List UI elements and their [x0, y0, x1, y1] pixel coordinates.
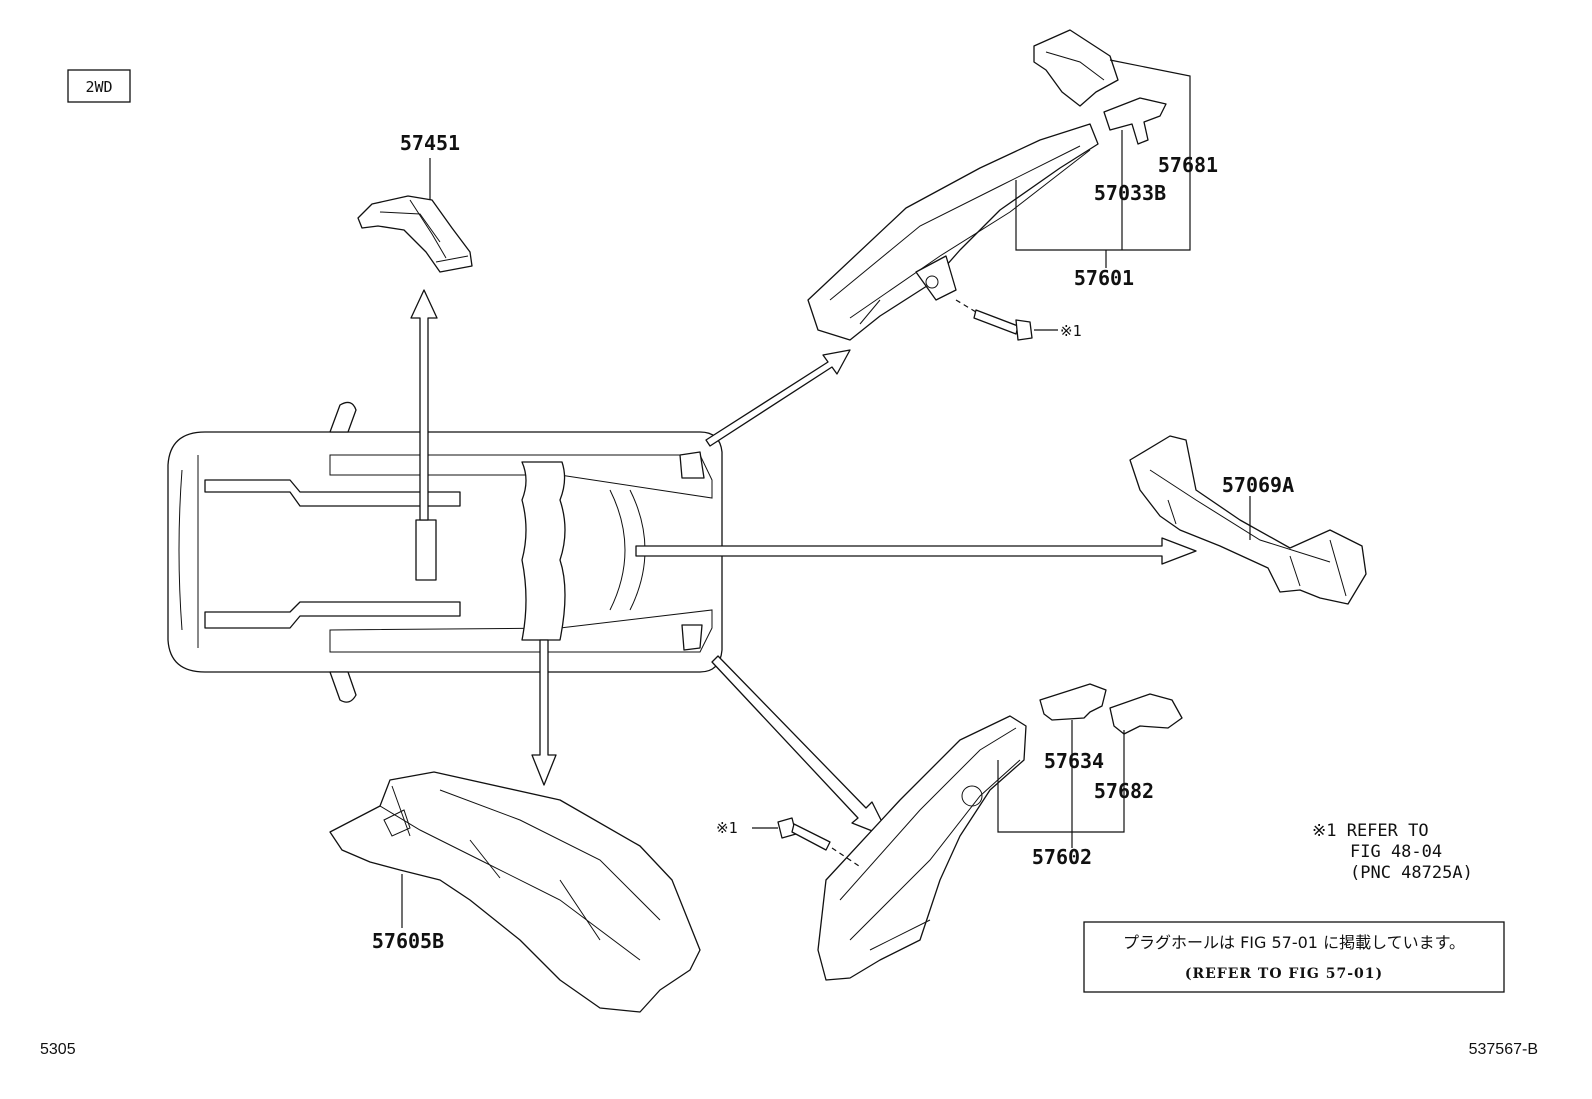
label-57602: 57602	[1032, 845, 1092, 869]
label-57451: 57451	[400, 131, 460, 155]
label-57069A: 57069A	[1222, 473, 1294, 497]
part-57033B-drawing	[1103, 97, 1167, 145]
label-57605B: 57605B	[372, 929, 444, 953]
reference-note-line3: (PNC 48725A)	[1350, 863, 1473, 883]
label-57634: 57634	[1044, 749, 1104, 773]
part-57069A-drawing	[1129, 435, 1367, 605]
part-57602-drawing	[817, 715, 1027, 981]
bracket-57601	[1015, 59, 1191, 251]
plug-hole-note-japanese: プラグホールは FIG 57-01 に掲載しています。	[1123, 933, 1465, 952]
part-57681-drawing	[1033, 29, 1119, 107]
part-57634-drawing	[1039, 683, 1107, 721]
bolt-upper-dash	[955, 299, 977, 313]
arrow-up-57451	[410, 289, 438, 521]
part-57601-drawing	[807, 123, 1099, 341]
bolt-lower	[777, 817, 831, 851]
variant-tag: 2WD	[67, 69, 131, 103]
bracket-57602	[997, 730, 1125, 833]
bolt-upper	[973, 309, 1033, 341]
footer-right-code: 537567-B	[1469, 1041, 1538, 1058]
reference-note-line1: ※1 REFER TO	[1312, 821, 1429, 841]
part-57682-drawing	[1109, 693, 1183, 735]
bolt-lower-dash	[831, 847, 863, 869]
arrow-to-57601	[705, 349, 851, 447]
reference-note-line2: FIG 48-04	[1350, 842, 1442, 862]
footer-left-code: 5305	[40, 1041, 76, 1058]
part-57451-drawing	[357, 195, 473, 273]
arrow-to-57602	[711, 655, 891, 839]
arrow-to-57069A	[635, 537, 1197, 565]
label-57601: 57601	[1074, 266, 1134, 290]
part-57605B-drawing	[329, 771, 701, 1013]
variant-tag-label: 2WD	[85, 78, 112, 96]
arrow-down-57605B	[531, 639, 557, 786]
plug-hole-note: プラグホールは FIG 57-01 に掲載しています。 (REFER TO FI…	[1083, 921, 1505, 993]
bolt-lower-ref: ※1	[716, 819, 738, 837]
vehicle-underbody	[167, 401, 723, 703]
label-57033B: 57033B	[1094, 181, 1166, 205]
bolt-upper-ref: ※1	[1060, 322, 1082, 340]
plug-hole-note-english: (REFER TO FIG 57-01)	[1185, 966, 1383, 982]
label-57681: 57681	[1158, 153, 1218, 177]
label-57682: 57682	[1094, 779, 1154, 803]
reference-note: ※1 REFER TO FIG 48-04 (PNC 48725A)	[1312, 821, 1473, 883]
